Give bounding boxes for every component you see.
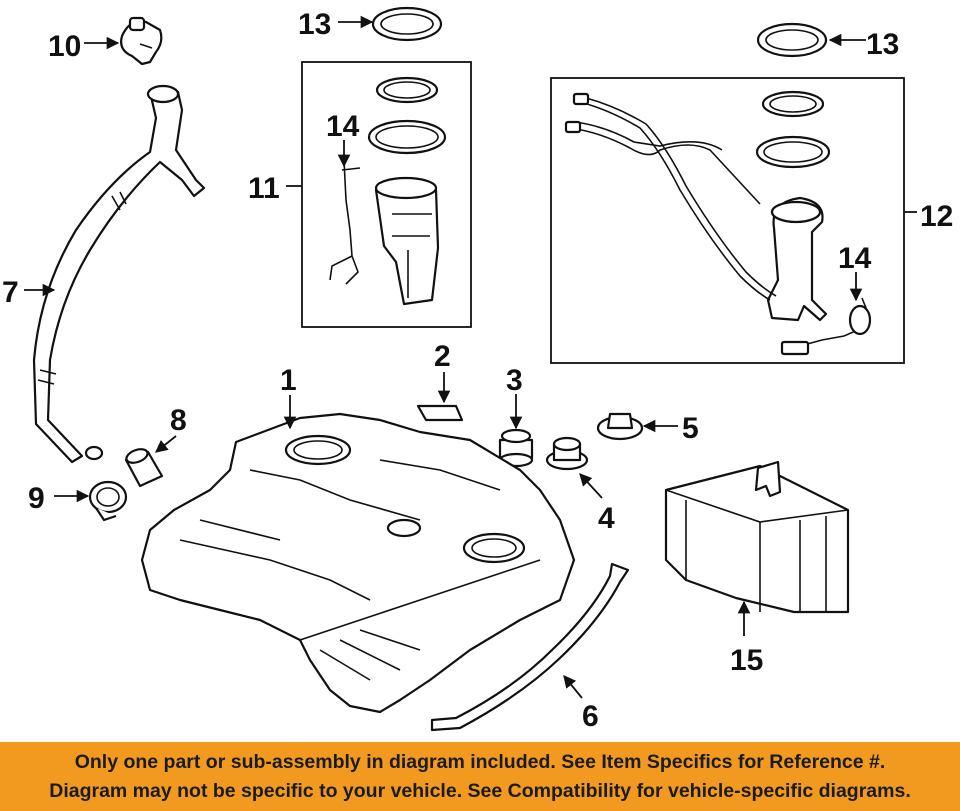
callout-13-right: 13 [866,28,899,61]
part-10-filler-valve [120,16,163,66]
part-8-hose-sleeve [124,448,164,488]
callout-2: 2 [434,340,451,373]
callout-4: 4 [598,502,615,535]
part-1-fuel-tank [140,412,576,714]
part-6-tank-strap [430,562,630,732]
callout-15: 15 [730,644,763,677]
part-7-filler-neck [32,84,206,464]
callout-7: 7 [2,276,19,309]
disclaimer-line-2: Diagram may not be specific to your vehi… [49,780,911,802]
callout-12: 12 [920,200,953,233]
callout-5: 5 [682,412,699,445]
callout-6: 6 [582,700,599,733]
part-2-insulator-pad [416,404,464,422]
part-4-grommet [545,436,589,471]
callout-13-left: 13 [298,8,331,41]
disclaimer-banner: Only one part or sub-assembly in diagram… [0,742,960,811]
callout-3: 3 [506,364,523,397]
part-9-hose-clamp [88,480,128,522]
part-5-nut [596,412,644,441]
part-13-lock-ring-right [756,22,828,58]
part-11-fuel-pump-module [329,76,447,306]
assembly-11-box [301,61,472,328]
part-13-lock-ring-left [371,6,443,42]
callout-9: 9 [28,482,45,515]
callout-10: 10 [48,30,81,63]
callout-1: 1 [280,364,297,397]
callout-8: 8 [170,404,187,437]
part-15-control-module [664,460,850,614]
callout-11: 11 [248,172,280,205]
fuel-system-parts-diagram: 10 13 13 14 11 12 14 7 2 1 3 8 5 9 4 15 … [2,6,953,733]
disclaimer-line-1: Only one part or sub-assembly in diagram… [74,751,886,773]
callout-14-right: 14 [838,242,872,275]
assembly-12-box [550,77,905,364]
part-12-fuel-pump-module [564,90,872,356]
callout-14-left: 14 [326,110,360,143]
